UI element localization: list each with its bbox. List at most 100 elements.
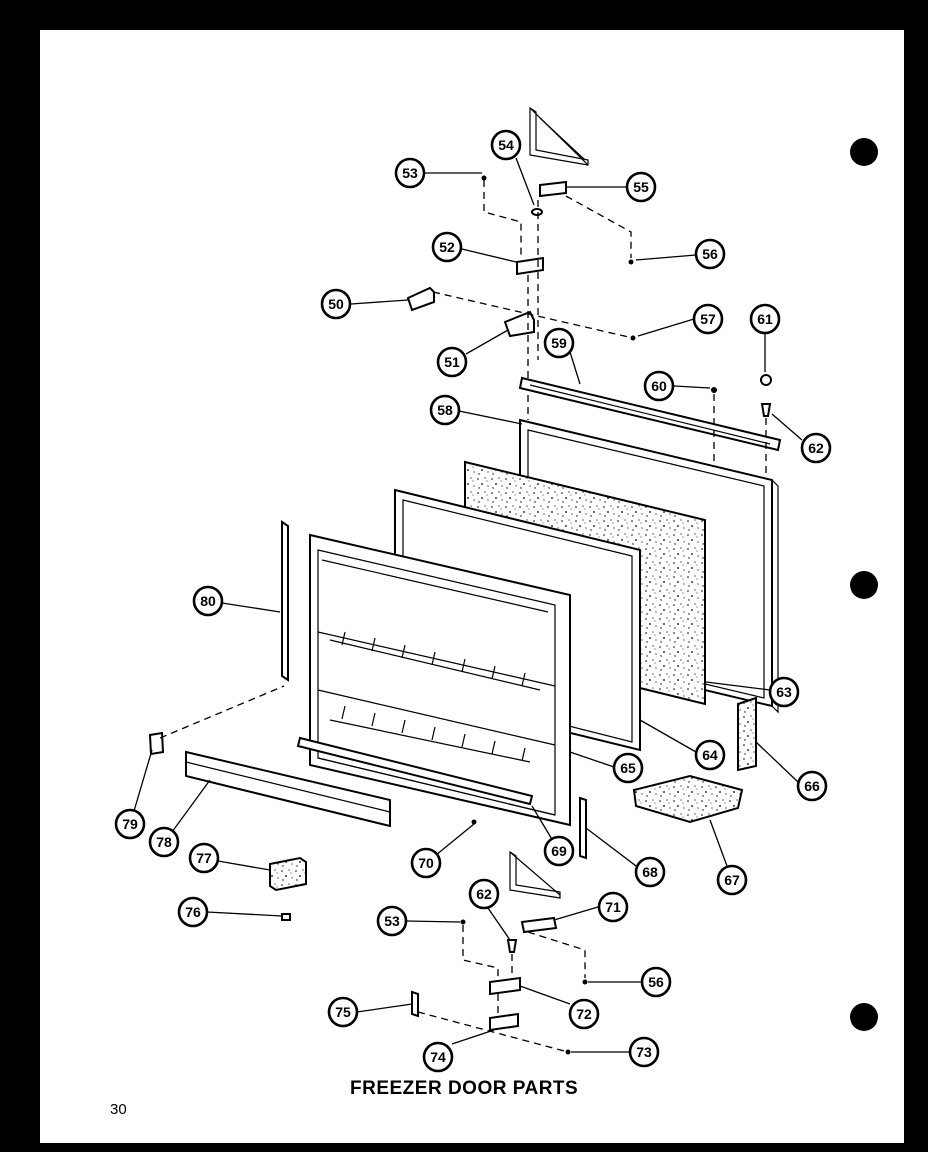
callout-73: 73 xyxy=(628,1036,660,1068)
callout-label: 78 xyxy=(156,834,172,850)
callout-group: 53 54 55 56 52 50 57 51 59 61 60 58 62 8… xyxy=(114,129,832,1073)
bracket-75 xyxy=(411,990,419,1018)
callout-66: 66 xyxy=(796,770,828,802)
callout-69: 69 xyxy=(543,835,575,867)
callout-50: 50 xyxy=(320,288,352,320)
callout-label: 76 xyxy=(185,904,201,920)
callout-label: 71 xyxy=(605,899,621,915)
callout-label: 61 xyxy=(757,311,773,327)
callout-74: 74 xyxy=(422,1041,454,1073)
callout-label: 63 xyxy=(776,684,792,700)
callout-53: 53 xyxy=(376,905,408,937)
callout-label: 68 xyxy=(642,864,658,880)
callout-56: 56 xyxy=(640,966,672,998)
callout-label: 58 xyxy=(437,402,453,418)
callout-55: 55 xyxy=(625,171,657,203)
callout-59: 59 xyxy=(543,327,575,359)
door-inner-liner xyxy=(309,533,571,827)
top-cabinet-corner xyxy=(529,106,589,166)
callout-67: 67 xyxy=(716,864,748,896)
callout-label: 53 xyxy=(402,165,418,181)
callout-51: 51 xyxy=(436,346,468,378)
hinge-71 xyxy=(520,916,558,934)
callout-65: 65 xyxy=(612,752,644,784)
callout-label: 55 xyxy=(633,179,649,195)
top-hinge-bracket xyxy=(539,180,567,198)
callout-label: 56 xyxy=(648,974,664,990)
callout-label: 73 xyxy=(636,1044,652,1060)
callout-label: 57 xyxy=(700,311,716,327)
side-panel-66 xyxy=(737,696,757,772)
bottom-cabinet-corner xyxy=(509,850,561,899)
diagram-title: FREEZER DOOR PARTS xyxy=(350,1078,579,1099)
insulation-block-67 xyxy=(632,774,744,824)
plug-76 xyxy=(281,913,291,921)
bottom-trim-78 xyxy=(185,750,391,828)
screw-73 xyxy=(565,1049,571,1055)
screw-53-top xyxy=(481,175,487,181)
bottom-bracket-79 xyxy=(148,731,165,756)
callout-63: 63 xyxy=(768,676,800,708)
callout-60: 60 xyxy=(643,370,675,402)
callout-52: 52 xyxy=(431,231,463,263)
callout-label: 53 xyxy=(384,913,400,929)
callout-label: 79 xyxy=(122,816,138,832)
screw-53-bottom xyxy=(460,919,466,925)
hinge-bracket-50 xyxy=(406,286,435,312)
callout-78: 78 xyxy=(148,826,180,858)
page-number: 30 xyxy=(110,1101,127,1118)
callout-label: 62 xyxy=(808,440,824,456)
screw-70 xyxy=(471,819,477,825)
callout-label: 64 xyxy=(702,747,718,763)
hinge-bracket-51 xyxy=(503,310,535,338)
hinge-72 xyxy=(489,976,521,996)
bottom-bar-69 xyxy=(296,736,534,806)
callout-label: 75 xyxy=(335,1004,351,1020)
callout-label: 70 xyxy=(418,855,434,871)
screw-56-top xyxy=(628,259,634,265)
callout-label: 67 xyxy=(724,872,740,888)
callout-label: 56 xyxy=(702,246,718,262)
callout-57: 57 xyxy=(692,303,724,335)
screw-60 xyxy=(711,387,717,393)
callout-label: 59 xyxy=(551,335,567,351)
binder-holes xyxy=(850,138,878,1031)
callout-label: 50 xyxy=(328,296,344,312)
callout-label: 74 xyxy=(430,1049,446,1065)
screw-56-bottom xyxy=(582,979,588,985)
callout-label: 77 xyxy=(196,850,212,866)
callout-label: 52 xyxy=(439,239,455,255)
callout-54: 54 xyxy=(490,129,522,161)
callout-62: 62 xyxy=(800,432,832,464)
callout-label: 72 xyxy=(576,1006,592,1022)
leader-lines xyxy=(133,157,803,1053)
hinge-pin-bracket xyxy=(516,256,544,276)
callout-61: 61 xyxy=(749,303,781,335)
callout-68: 68 xyxy=(634,856,666,888)
callout-79: 79 xyxy=(114,808,146,840)
strip-68 xyxy=(579,796,587,860)
callout-76: 76 xyxy=(177,896,209,928)
callout-label: 51 xyxy=(444,354,460,370)
callout-64: 64 xyxy=(694,739,726,771)
plug-62-top xyxy=(760,403,772,417)
block-77 xyxy=(269,856,307,892)
callout-80: 80 xyxy=(192,585,224,617)
callout-70: 70 xyxy=(410,847,442,879)
callout-53: 53 xyxy=(394,157,426,189)
callout-56: 56 xyxy=(694,238,726,270)
callout-label: 65 xyxy=(620,760,636,776)
callout-label: 69 xyxy=(551,843,567,859)
callout-label: 60 xyxy=(651,378,667,394)
door-side-strip xyxy=(281,520,289,682)
callout-58: 58 xyxy=(429,394,461,426)
callout-71: 71 xyxy=(597,891,629,923)
callout-62: 62 xyxy=(468,878,500,910)
plug-61 xyxy=(760,374,772,386)
callout-label: 62 xyxy=(476,886,492,902)
callout-75: 75 xyxy=(327,996,359,1028)
callout-label: 80 xyxy=(200,593,216,609)
plug-62-bottom xyxy=(506,939,518,953)
callout-label: 54 xyxy=(498,137,514,153)
